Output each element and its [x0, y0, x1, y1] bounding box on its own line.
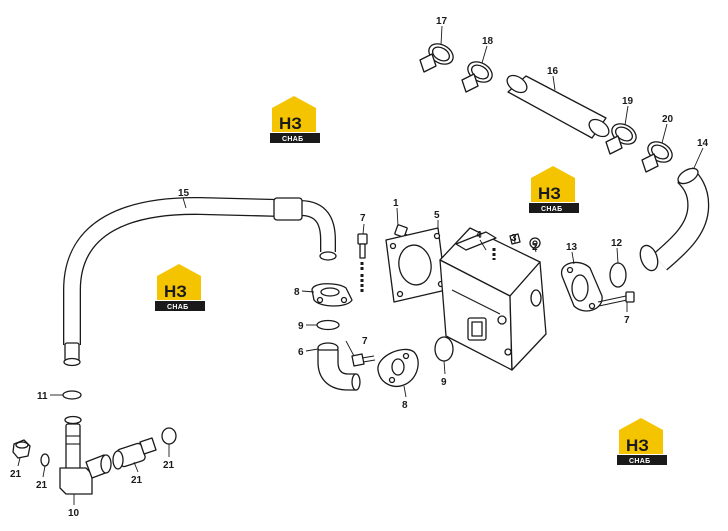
- sensor-15: [112, 437, 157, 470]
- label-21-c: 19: [622, 96, 634, 107]
- label-19: 14: [697, 138, 709, 149]
- label-21-a: 17: [436, 16, 448, 27]
- label-7-top: 7: [360, 213, 366, 224]
- hose-20: [506, 74, 610, 139]
- logo-mark: НЗ: [626, 436, 649, 455]
- label-15: 21: [131, 475, 143, 486]
- label-17: 12: [611, 238, 623, 249]
- part-labels: 15 7 8 9 6 7 8 9 1 5 4 3 2 13 12 7 14 16…: [10, 16, 709, 519]
- label-11: 10: [68, 508, 80, 519]
- label-20: 16: [547, 66, 559, 77]
- label-1: 1: [393, 198, 399, 209]
- clamp-21-b: [461, 61, 493, 93]
- logo-text: СНАБ: [629, 458, 650, 465]
- label-7-right: 7: [624, 315, 630, 326]
- label-9-right: 9: [441, 377, 447, 388]
- label-7-mid: 7: [362, 336, 368, 347]
- logo-mark: НЗ: [279, 114, 302, 133]
- label-10: 15: [178, 188, 190, 199]
- logo-text: СНАБ: [167, 304, 188, 311]
- leader-lines: [17, 25, 704, 505]
- elbow-hose-19: [639, 167, 710, 272]
- ring-14: [40, 453, 50, 467]
- elbow-fitting-11: [59, 415, 112, 495]
- o-ring-12: [62, 390, 82, 400]
- label-6: 6: [298, 347, 304, 358]
- label-3: 3: [511, 233, 517, 244]
- flange-18: [560, 261, 603, 312]
- label-12: 11: [37, 391, 48, 402]
- clamp-21-a: [419, 43, 454, 73]
- label-21-b: 18: [482, 36, 494, 47]
- label-2: 2: [532, 242, 538, 253]
- label-9-left: 9: [298, 321, 304, 332]
- elbow-6: [317, 342, 361, 391]
- logo-text: СНАБ: [541, 206, 562, 213]
- label-14: 21: [36, 480, 48, 491]
- plug-13: [12, 439, 31, 459]
- clamp-21-d: [641, 141, 673, 173]
- o-ring-9-left: [316, 319, 340, 331]
- bolt-7-top: [357, 233, 368, 259]
- hose-10: [63, 196, 337, 367]
- label-8-top: 8: [294, 287, 300, 298]
- plug-3: [509, 233, 521, 245]
- o-ring-17: [609, 262, 627, 288]
- label-13: 21: [10, 469, 22, 480]
- label-18: 13: [566, 242, 578, 253]
- label-8-lower: 8: [402, 400, 408, 411]
- pump-4: [439, 227, 547, 371]
- gasket-5: [385, 227, 447, 303]
- washer-16: [161, 427, 177, 445]
- watermark-logo-3: НЗ СНАБ: [155, 264, 205, 311]
- label-21-d: 20: [662, 114, 674, 125]
- flange-8-top: [311, 283, 353, 307]
- o-ring-9-right: [434, 336, 454, 362]
- label-4: 4: [476, 230, 482, 241]
- watermark-logo-1: НЗ СНАБ: [270, 96, 320, 143]
- watermark-logo-2: НЗ СНАБ: [529, 166, 579, 213]
- logo-mark: НЗ: [538, 184, 561, 203]
- label-5: 5: [434, 210, 440, 221]
- logo-mark: НЗ: [164, 282, 187, 301]
- label-16: 21: [163, 460, 175, 471]
- watermark-logo-4: НЗ СНАБ: [617, 418, 667, 465]
- clamp-21-c: [605, 123, 637, 155]
- bolt-7-mid: [351, 353, 376, 367]
- flange-8-lower: [377, 348, 419, 387]
- logo-text: СНАБ: [282, 136, 303, 143]
- bolt-7-right: [597, 291, 635, 307]
